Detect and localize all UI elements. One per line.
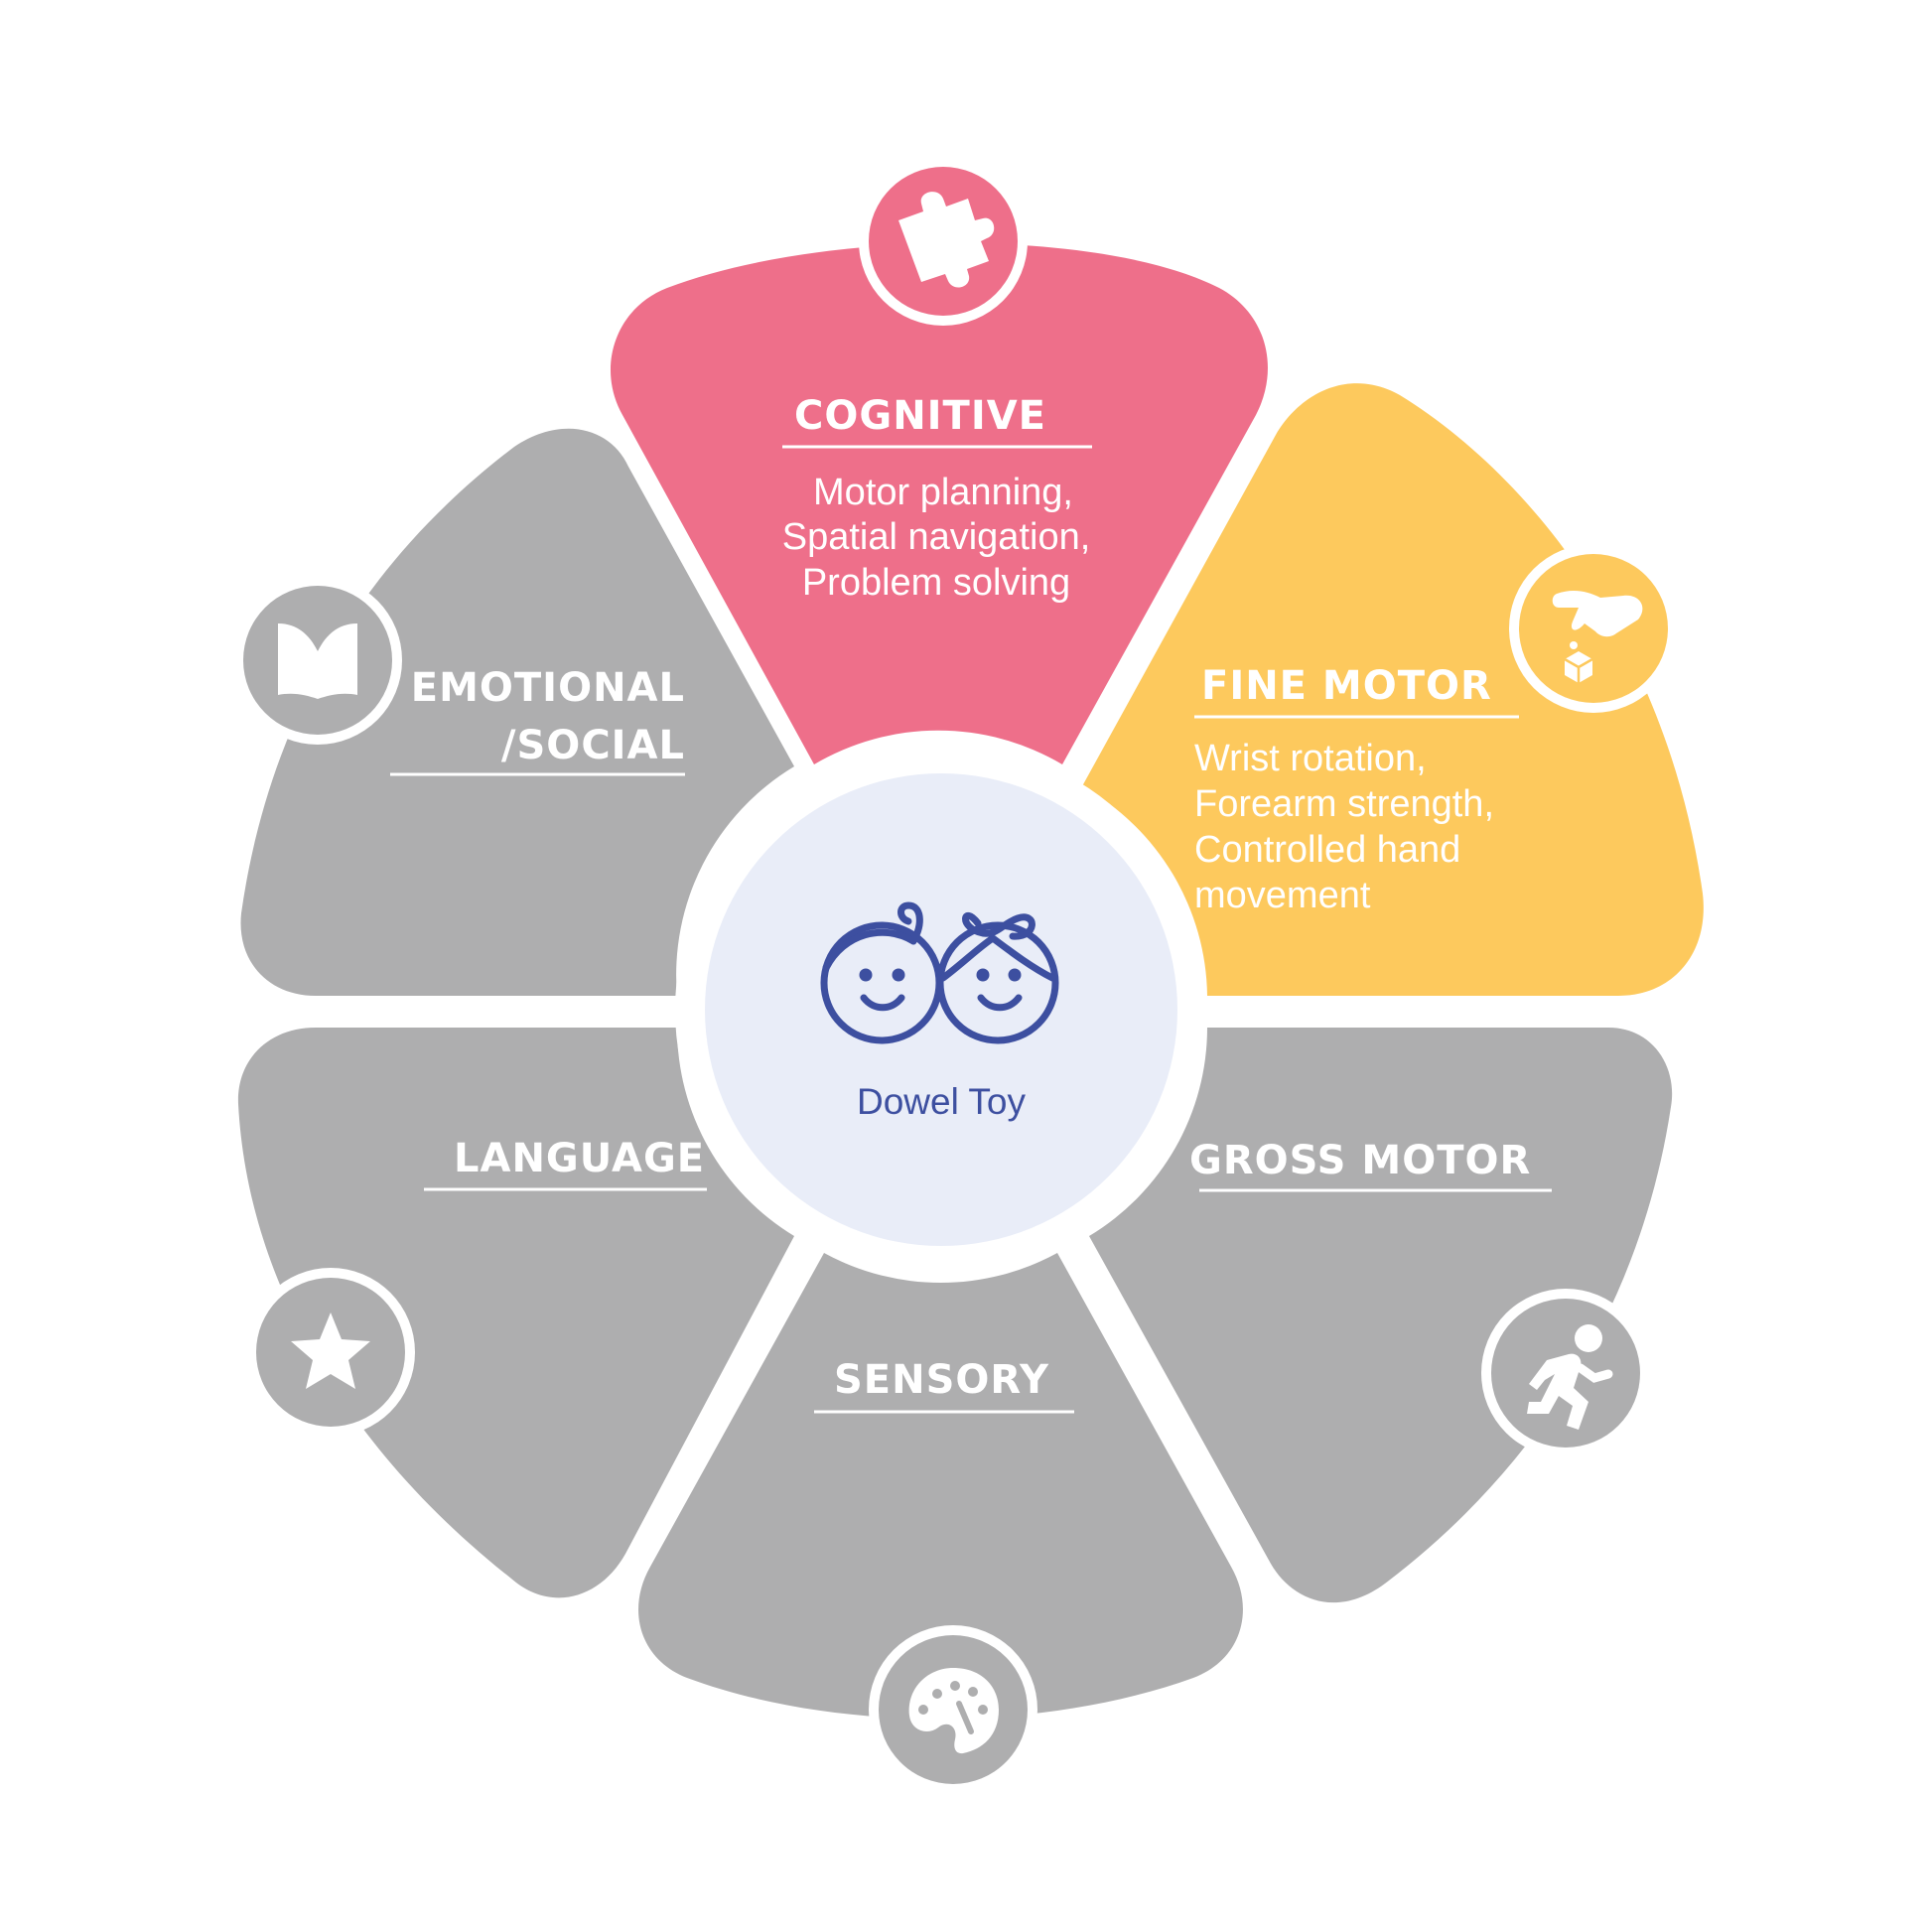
- segment-cognitive[interactable]: COGNITIVE Motor planning, Spatial naviga…: [610, 157, 1268, 764]
- paint-palette-icon: [869, 1625, 1037, 1794]
- petal-language: [237, 1028, 794, 1598]
- hand-picking-block-icon: [1509, 544, 1678, 713]
- segment-desc-line: Controlled hand: [1194, 829, 1460, 871]
- star-icon: [246, 1268, 415, 1437]
- segment-desc-line: Forearm strength,: [1194, 783, 1494, 825]
- petal-emotional-social: [240, 428, 794, 996]
- running-person-icon: [1481, 1289, 1650, 1457]
- segment-title-sensory: SENSORY: [834, 1357, 1049, 1403]
- center-label: Dowel Toy: [857, 1081, 1027, 1122]
- segment-desc-line: Motor planning,: [813, 472, 1073, 513]
- center-hub[interactable]: Dowel Toy: [675, 744, 1207, 1276]
- segment-fine-motor[interactable]: FINE MOTOR Wrist rotation, Forearm stren…: [1082, 383, 1704, 996]
- segment-sensory[interactable]: SENSORY: [638, 1253, 1243, 1794]
- segment-gross-motor[interactable]: GROSS MOTOR: [1089, 1028, 1673, 1603]
- segment-title-cognitive: COGNITIVE: [794, 393, 1046, 439]
- segment-title-language: LANGUAGE: [454, 1136, 705, 1181]
- two-kids-faces-icon: [820, 901, 1059, 1044]
- segment-language[interactable]: LANGUAGE: [237, 1028, 794, 1598]
- segment-title-fine-motor: FINE MOTOR: [1201, 663, 1492, 709]
- petal-sensory: [638, 1253, 1243, 1720]
- segment-title-emotional-social: EMOTIONAL: [411, 665, 685, 711]
- segment-desc-line: movement: [1194, 875, 1371, 916]
- puzzle-piece-icon: [859, 157, 1028, 326]
- segment-emotional-social[interactable]: EMOTIONAL /SOCIAL: [233, 428, 794, 996]
- petal-gross-motor: [1089, 1028, 1673, 1603]
- segment-title-emotional-social-line2: /SOCIAL: [501, 723, 685, 768]
- segment-desc-line: Wrist rotation,: [1194, 738, 1427, 779]
- petal-cognitive: [610, 243, 1268, 764]
- segment-desc-line: Spatial navigation,: [782, 516, 1091, 558]
- segment-desc-line: Problem solving: [802, 562, 1070, 604]
- segment-title-gross-motor: GROSS MOTOR: [1189, 1138, 1531, 1183]
- open-book-icon: [233, 576, 402, 745]
- center-circle: [705, 773, 1177, 1246]
- petal-fine-motor: [1082, 383, 1704, 996]
